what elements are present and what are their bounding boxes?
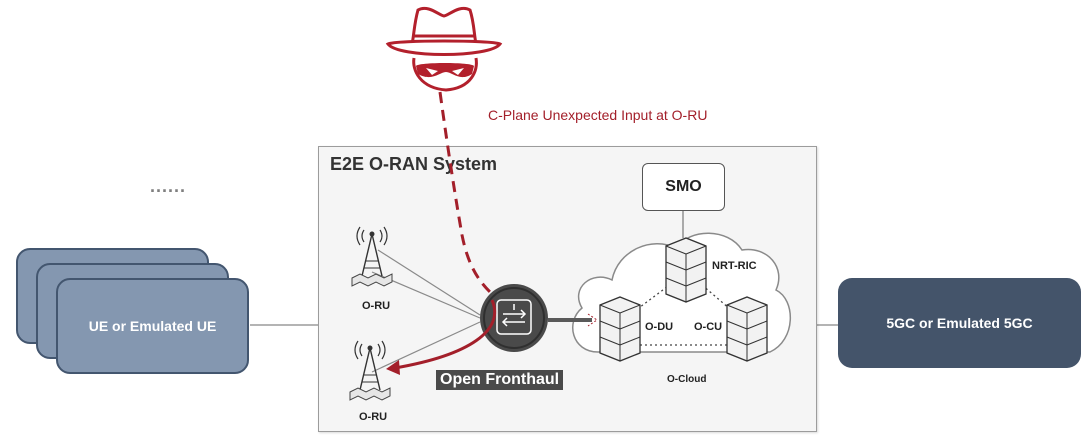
open-fronthaul-label: Open Fronthaul [436,370,564,390]
ue-card-front[interactable]: UE or Emulated UE [56,278,249,374]
server-stack-icon [726,296,768,362]
o-du-label: O-DU [645,321,674,333]
smo-box[interactable]: SMO [642,163,725,211]
o-ru-bottom-label: O-RU [359,411,388,423]
antenna-icon [349,340,391,401]
server-stack-icon [599,296,641,362]
switch-icon[interactable] [480,284,548,352]
core-box[interactable]: 5GC or Emulated 5GC [838,278,1081,368]
antenna-icon [351,226,393,287]
ru-bottom-link [371,321,481,373]
attack-arrow [394,299,497,370]
o-cu-label: O-CU [694,321,723,333]
ellipsis: ...... [150,176,187,196]
nrt-ric-label: NRT-RIC [712,260,757,272]
o-ru-top-label: O-RU [362,300,391,312]
attack-label: C-Plane Unexpected Input at O-RU [488,107,708,123]
ru-top-link [377,249,481,316]
o-cloud-label: O-Cloud [667,374,707,385]
server-stack-icon [665,237,707,303]
hacker-hat-icon [385,6,503,92]
ue-label: UE or Emulated UE [88,318,217,334]
attack-arrowhead [386,360,400,375]
attack-path-dashed [438,91,492,294]
system-title: E2E O-RAN System [330,154,498,174]
